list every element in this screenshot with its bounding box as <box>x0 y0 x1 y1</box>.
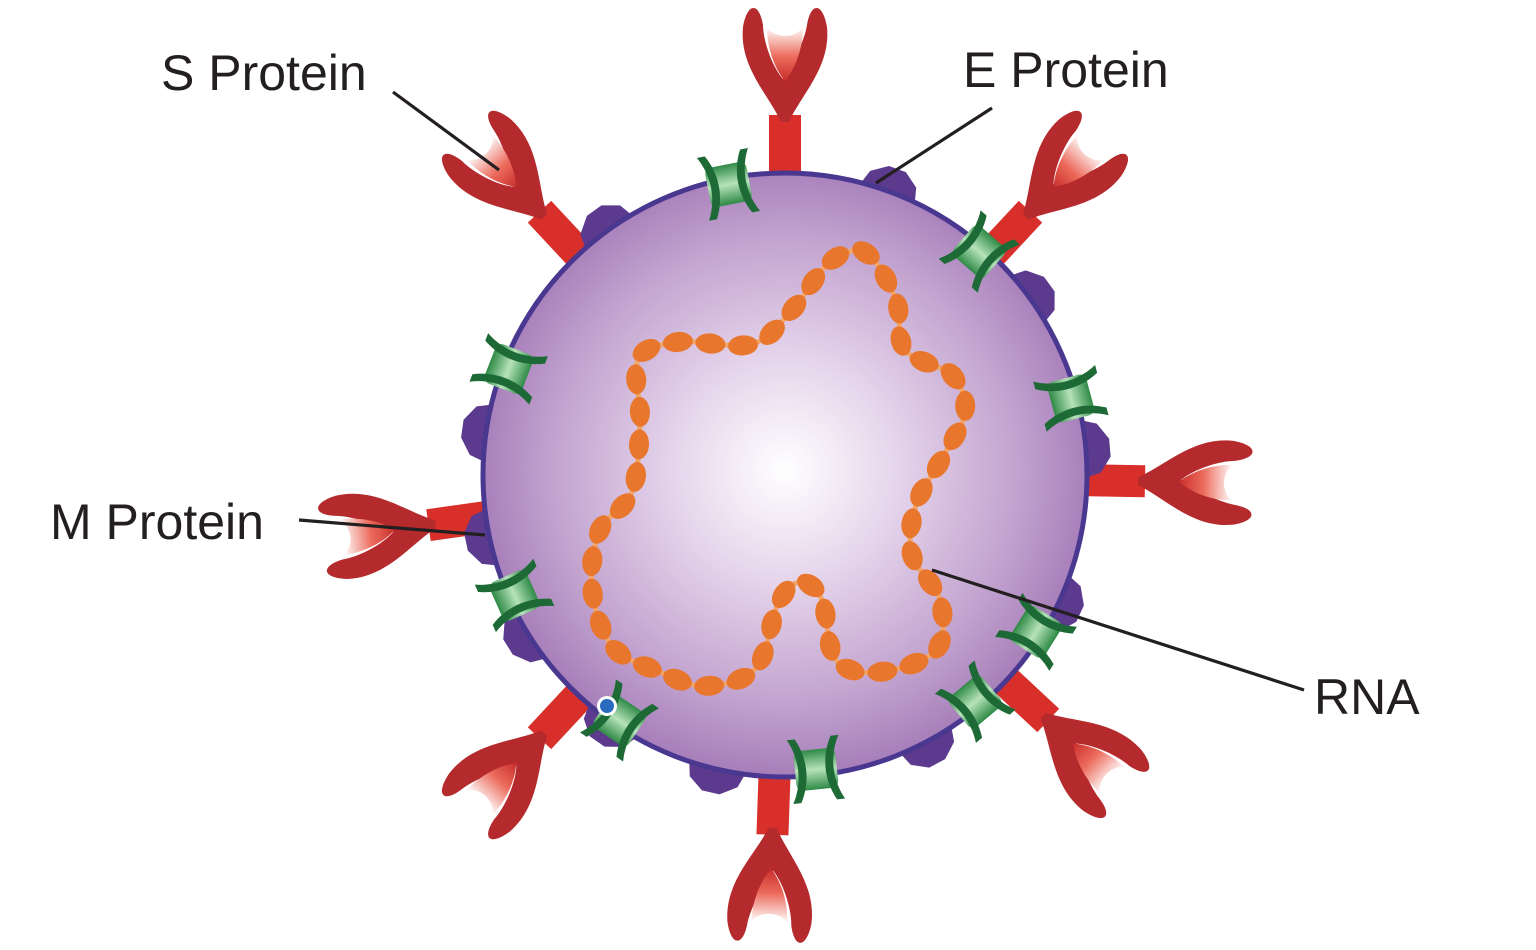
rna-bead <box>625 462 646 492</box>
rna-bead <box>629 396 650 427</box>
rna-bead <box>821 246 850 270</box>
rna-bead <box>867 661 898 682</box>
rna-bead <box>605 639 632 665</box>
s-protein-spike <box>742 7 828 179</box>
rna-bead <box>926 450 951 479</box>
rna-bead <box>819 631 841 661</box>
rna-bead <box>589 610 612 640</box>
virion-body <box>480 170 1090 780</box>
rna-bead <box>874 264 898 293</box>
rna-bead <box>888 293 909 324</box>
rna-bead <box>726 667 756 690</box>
rna-bead <box>695 333 726 354</box>
rna-bead <box>797 573 825 598</box>
rna-bead <box>582 578 603 609</box>
rna-bead <box>628 429 650 460</box>
rna-bead <box>694 675 725 696</box>
rna-strand <box>582 241 976 696</box>
rna-bead <box>815 598 836 629</box>
rna-bead <box>909 351 939 373</box>
rna-bead <box>771 580 796 609</box>
marker-dot-inner <box>600 699 614 713</box>
e-protein-label: E Protein <box>963 42 1169 98</box>
rna-bead <box>899 652 929 675</box>
rna-bead <box>759 319 785 345</box>
rna-bead <box>890 326 912 356</box>
rna-bead <box>918 569 943 597</box>
rna-bead <box>632 338 661 362</box>
rna-bead <box>901 508 922 539</box>
rna-bead <box>940 363 966 390</box>
rna-bead <box>932 597 953 628</box>
rna-bead <box>663 668 692 691</box>
rna-bead <box>589 515 612 544</box>
s-protein-label: S Protein <box>161 45 367 101</box>
rna-bead <box>928 630 951 659</box>
s-protein-leader <box>392 90 500 172</box>
rna-bead <box>801 268 826 296</box>
rna-bead <box>781 294 807 322</box>
rna-bead <box>609 493 636 519</box>
rna-bead <box>728 335 758 356</box>
rna-bead <box>943 422 967 451</box>
rna-bead <box>901 541 923 571</box>
m-protein-leader <box>298 518 486 537</box>
rna-bead <box>751 641 774 671</box>
rna-bead <box>626 364 647 395</box>
rna-bead <box>761 609 782 640</box>
e-protein-leader <box>875 106 993 185</box>
rna-bead <box>852 241 880 265</box>
rna-bead <box>662 331 693 353</box>
rna-leader <box>931 568 1305 692</box>
m-protein-label: M Protein <box>50 494 264 550</box>
rna-label: RNA <box>1314 669 1420 725</box>
rna-bead <box>582 546 603 577</box>
rna-bead <box>835 658 865 681</box>
rna-bead <box>632 656 662 678</box>
rna-bead <box>955 390 976 421</box>
rna-bead <box>910 478 933 507</box>
